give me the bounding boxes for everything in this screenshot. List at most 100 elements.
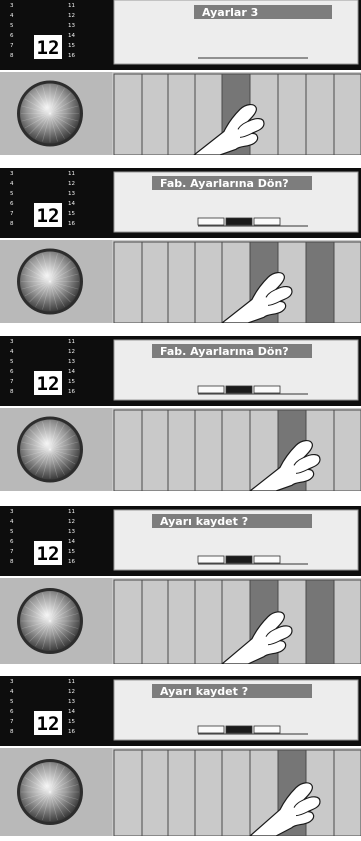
panel-key[interactable] <box>168 750 195 836</box>
program-number-display: 12 <box>37 373 60 395</box>
program-number-left: 3 <box>10 679 14 685</box>
panel-key[interactable] <box>168 74 195 155</box>
panel-key[interactable] <box>222 750 250 836</box>
program-number-left: 8 <box>10 729 14 735</box>
panel-key[interactable] <box>142 750 168 836</box>
program-number-right: 14 <box>68 201 75 207</box>
program-number-left: 6 <box>10 369 14 375</box>
panel-illustration: 34567811121314151612Ayarlar 3 <box>0 0 361 155</box>
program-number-right: 13 <box>68 191 75 197</box>
program-number-right: 15 <box>68 211 75 217</box>
panel-5: 34567811121314151612Ayarı kaydet ? <box>0 676 361 836</box>
option-indicator <box>254 556 280 563</box>
panel-key[interactable] <box>195 750 222 836</box>
option-indicator <box>198 218 224 225</box>
panel-key[interactable] <box>306 242 334 323</box>
panel-key[interactable] <box>195 410 222 491</box>
program-number-right: 16 <box>68 53 75 59</box>
display-message: Ayarlar 3 <box>202 6 258 19</box>
program-number-right: 13 <box>68 699 75 705</box>
program-number-left: 5 <box>10 23 14 29</box>
program-number-right: 15 <box>68 549 75 555</box>
program-number-left: 5 <box>10 529 14 535</box>
option-indicator <box>226 218 252 225</box>
program-number-left: 8 <box>10 389 14 395</box>
program-number-left: 7 <box>10 549 14 555</box>
panel-key[interactable] <box>306 74 334 155</box>
panel-key[interactable] <box>334 410 361 491</box>
panel-illustration: 34567811121314151612Ayarı kaydet ? <box>0 506 361 664</box>
program-number-right: 16 <box>68 559 75 565</box>
program-number-left: 4 <box>10 181 14 187</box>
program-number-left: 7 <box>10 211 14 217</box>
option-indicator <box>198 556 224 563</box>
panel-key[interactable] <box>114 74 142 155</box>
program-number-display: 12 <box>37 205 60 227</box>
option-indicator <box>226 556 252 563</box>
program-number-right: 16 <box>68 221 75 227</box>
panel-key[interactable] <box>334 74 361 155</box>
panel-key[interactable] <box>168 242 195 323</box>
option-indicator <box>254 218 280 225</box>
option-indicator <box>198 726 224 733</box>
panel-key[interactable] <box>114 410 142 491</box>
panel-key[interactable] <box>142 74 168 155</box>
program-number-right: 11 <box>68 171 75 177</box>
program-number-left: 3 <box>10 171 14 177</box>
program-number-left: 8 <box>10 559 14 565</box>
panel-key[interactable] <box>142 580 168 664</box>
program-number-right: 13 <box>68 23 75 29</box>
option-indicator <box>226 386 252 393</box>
panel-illustration: 34567811121314151612Ayarı kaydet ? <box>0 676 361 836</box>
option-indicator <box>254 726 280 733</box>
program-number-right: 12 <box>68 13 75 19</box>
panel-key[interactable] <box>142 410 168 491</box>
program-number-left: 8 <box>10 221 14 227</box>
program-number-left: 6 <box>10 201 14 207</box>
program-number-left: 6 <box>10 709 14 715</box>
panel-key[interactable] <box>334 580 361 664</box>
program-number-left: 6 <box>10 33 14 39</box>
program-number-right: 16 <box>68 729 75 735</box>
program-number-left: 8 <box>10 53 14 59</box>
panel-key[interactable] <box>195 242 222 323</box>
panel-illustration: 34567811121314151612Fab. Ayarlarına Dön? <box>0 336 361 491</box>
display-message: Ayarı kaydet ? <box>160 685 248 698</box>
panel-key[interactable] <box>168 580 195 664</box>
panel-key[interactable] <box>168 410 195 491</box>
program-number-display: 12 <box>37 37 60 59</box>
panel-key[interactable] <box>334 242 361 323</box>
program-number-right: 12 <box>68 349 75 355</box>
display-message: Fab. Ayarlarına Dön? <box>160 345 289 358</box>
program-number-right: 12 <box>68 181 75 187</box>
panel-key[interactable] <box>142 242 168 323</box>
program-number-right: 14 <box>68 709 75 715</box>
panel-key[interactable] <box>222 410 250 491</box>
panel-key[interactable] <box>195 580 222 664</box>
panel-key[interactable] <box>114 242 142 323</box>
program-number-left: 3 <box>10 509 14 515</box>
program-number-left: 4 <box>10 349 14 355</box>
program-number-left: 5 <box>10 699 14 705</box>
panel-2: 34567811121314151612Fab. Ayarlarına Dön? <box>0 168 361 323</box>
panel-key[interactable] <box>306 580 334 664</box>
program-number-display: 12 <box>37 543 60 565</box>
program-number-right: 14 <box>68 369 75 375</box>
option-indicator <box>198 386 224 393</box>
program-number-right: 15 <box>68 379 75 385</box>
panel-key[interactable] <box>114 750 142 836</box>
panel-key[interactable] <box>278 74 306 155</box>
panel-key[interactable] <box>334 750 361 836</box>
program-number-right: 11 <box>68 509 75 515</box>
display-message: Ayarı kaydet ? <box>160 515 248 528</box>
program-number-left: 4 <box>10 13 14 19</box>
program-number-left: 6 <box>10 539 14 545</box>
program-number-left: 5 <box>10 191 14 197</box>
option-indicator <box>226 726 252 733</box>
panel-key[interactable] <box>114 580 142 664</box>
program-number-left: 4 <box>10 519 14 525</box>
